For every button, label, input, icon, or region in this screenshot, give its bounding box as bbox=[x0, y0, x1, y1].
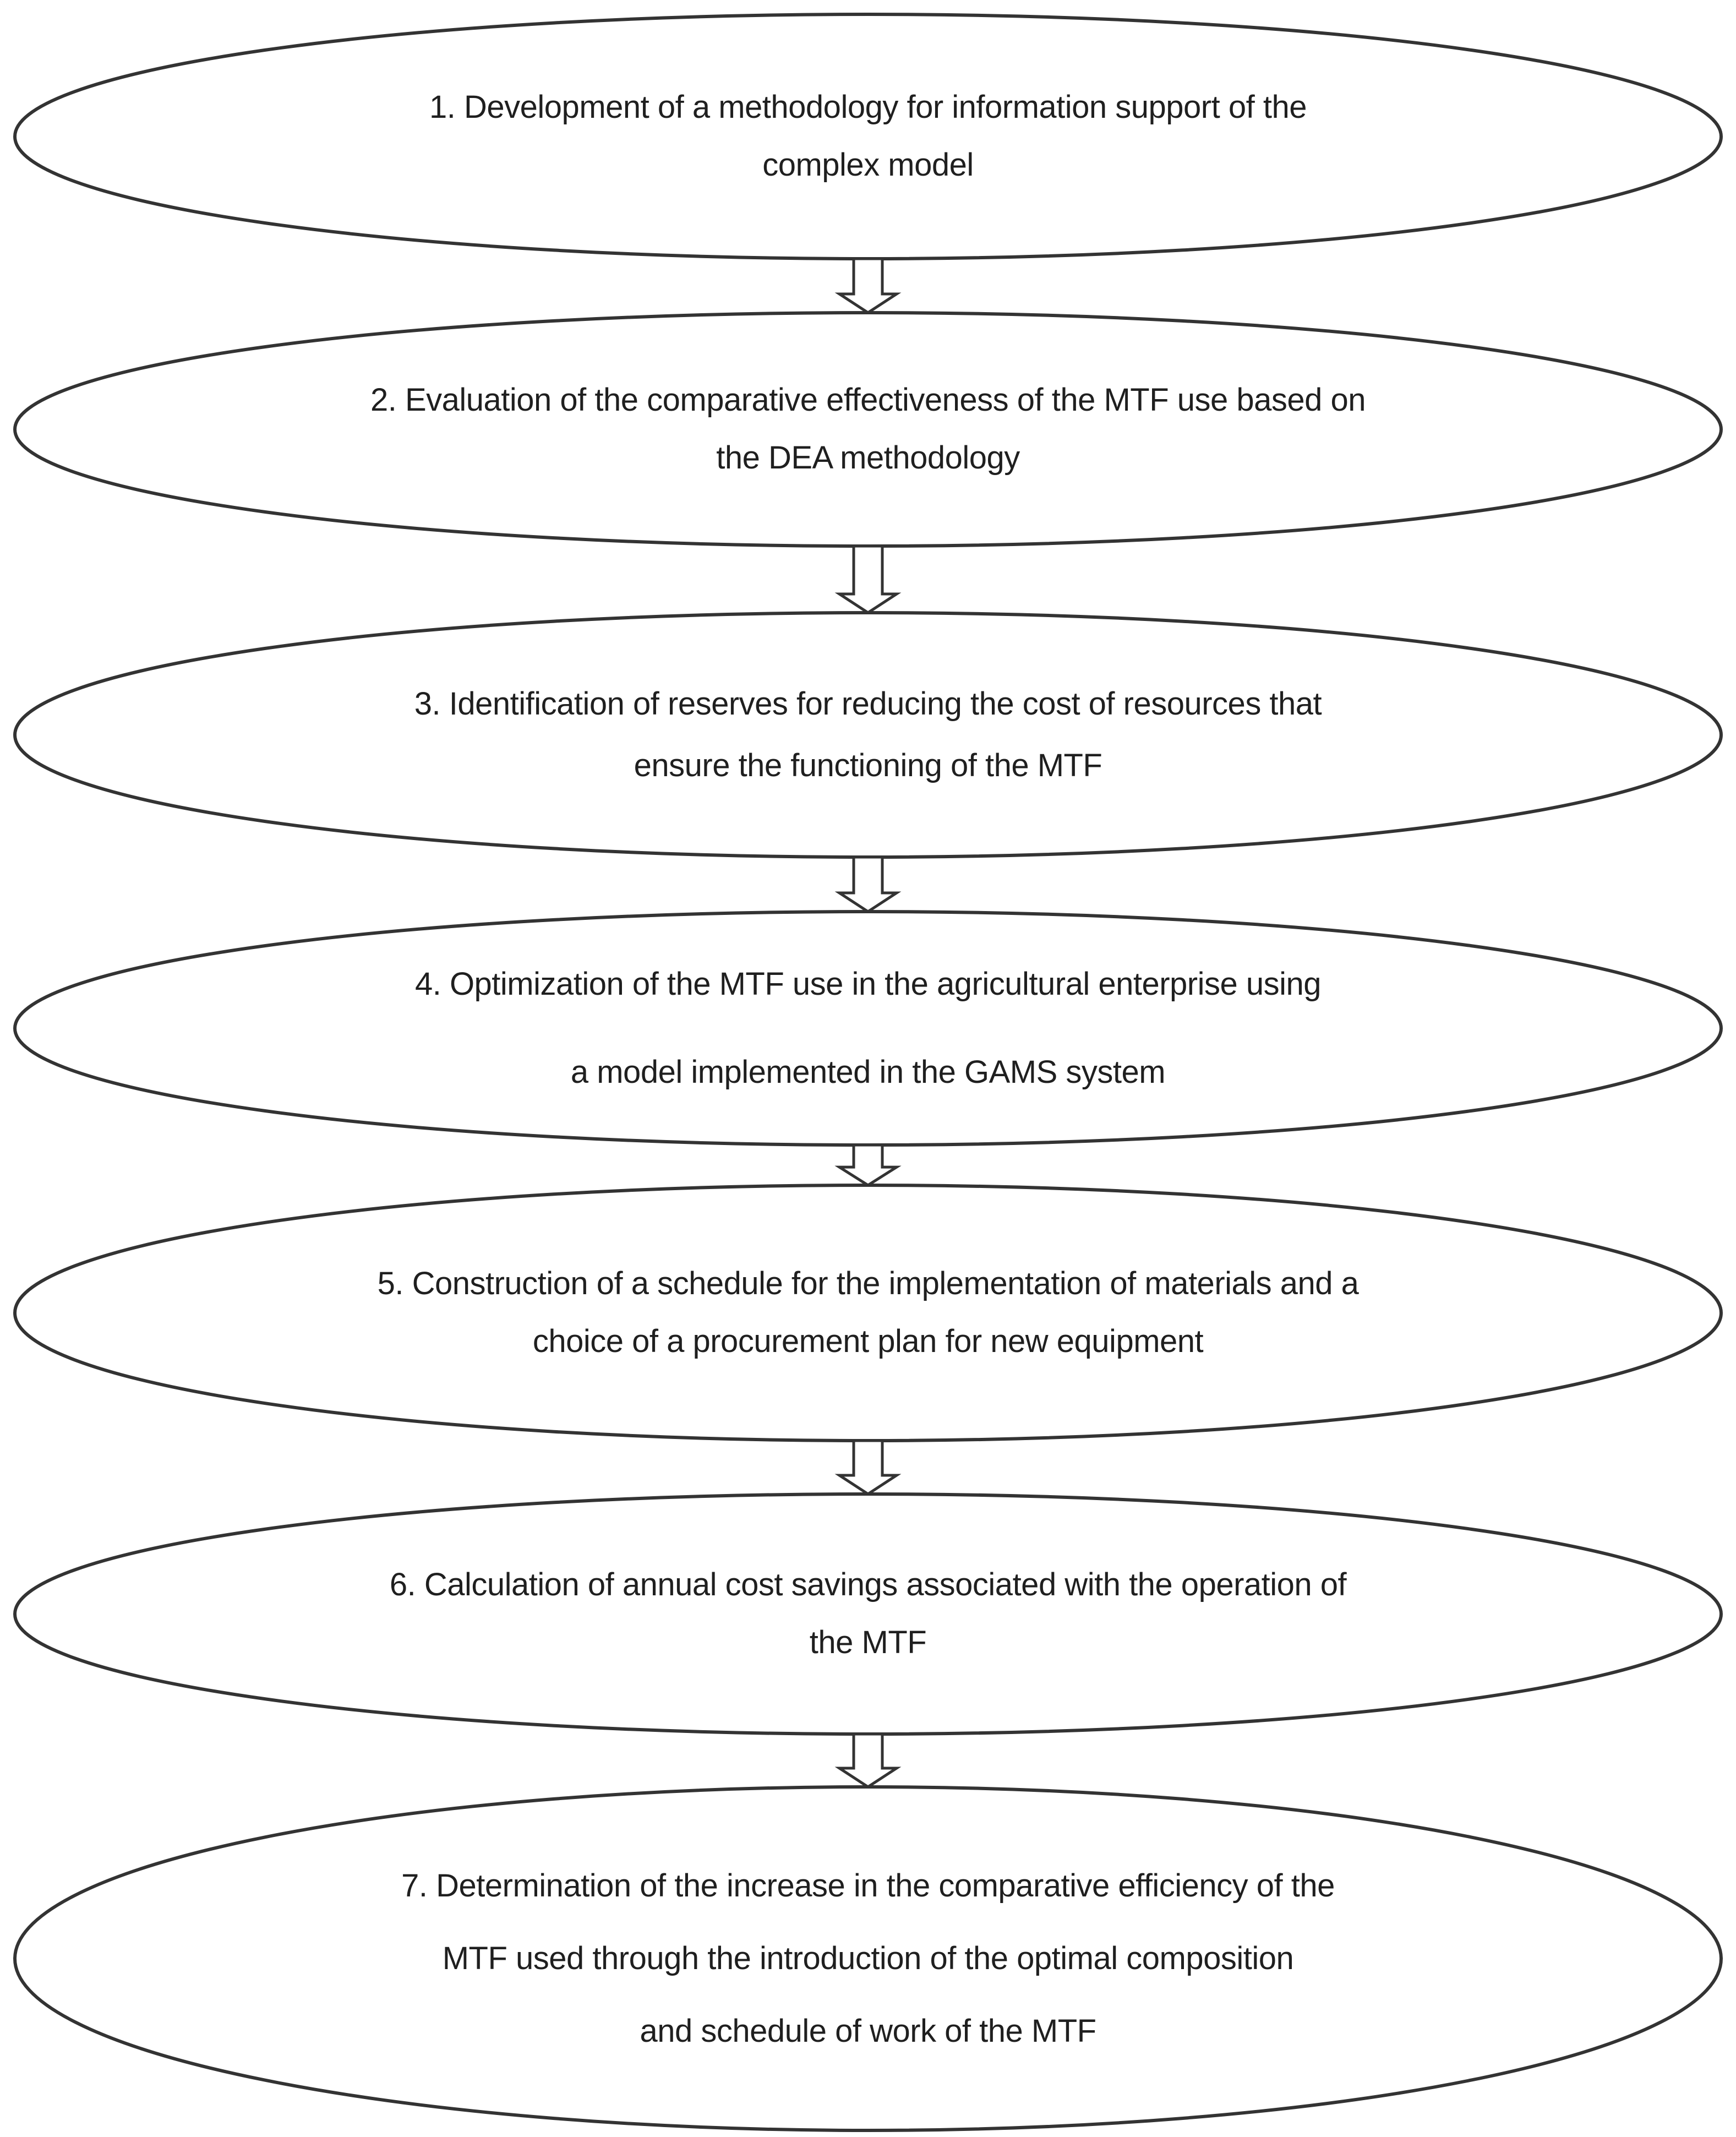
arrow-down-icon bbox=[834, 1732, 902, 1789]
step-1-line-2: complex model bbox=[762, 147, 974, 183]
step-4-line-2: a model implemented in the GAMS system bbox=[570, 1054, 1166, 1090]
step-5-line-2: choice of a procurement plan for new equ… bbox=[532, 1323, 1204, 1360]
arrow-down-icon bbox=[834, 1143, 902, 1187]
step-2-label: 2. Evaluation of the comparative effecti… bbox=[143, 336, 1593, 522]
arrow-down-icon bbox=[834, 855, 902, 913]
step-1-line-1: 1. Development of a methodology for info… bbox=[429, 89, 1307, 126]
step-2-line-2: the DEA methodology bbox=[716, 440, 1020, 476]
step-4-label: 4. Optimization of the MTF use in the ag… bbox=[143, 935, 1593, 1121]
step-5-line-1: 5. Construction of a schedule for the im… bbox=[377, 1266, 1359, 1302]
step-7-line-3: and schedule of work of the MTF bbox=[640, 2013, 1096, 2049]
step-3-line-2: ensure the functioning of the MTF bbox=[634, 747, 1102, 783]
step-3-label: 3. Identification of reserves for reduci… bbox=[143, 637, 1593, 832]
step-7-line-2: MTF used through the introduction of the… bbox=[442, 1940, 1294, 1976]
step-5-label: 5. Construction of a schedule for the im… bbox=[143, 1211, 1593, 1415]
arrow-down-icon bbox=[834, 544, 902, 614]
step-7-line-1: 7. Determination of the increase in the … bbox=[401, 1867, 1335, 1904]
arrow-down-icon bbox=[834, 257, 902, 314]
arrow-down-icon bbox=[834, 1439, 902, 1496]
step-3-line-1: 3. Identification of reserves for reduci… bbox=[414, 685, 1322, 722]
step-7-label: 7. Determination of the increase in the … bbox=[143, 1821, 1593, 2096]
step-6-label: 6. Calculation of annual cost savings as… bbox=[143, 1518, 1593, 1710]
step-2-line-1: 2. Evaluation of the comparative effecti… bbox=[370, 382, 1366, 418]
step-6-line-2: the MTF bbox=[809, 1624, 927, 1661]
step-6-line-1: 6. Calculation of annual cost savings as… bbox=[389, 1567, 1347, 1603]
step-1-label: 1. Development of a methodology for info… bbox=[143, 39, 1593, 234]
step-4-line-1: 4. Optimization of the MTF use in the ag… bbox=[414, 966, 1322, 1002]
